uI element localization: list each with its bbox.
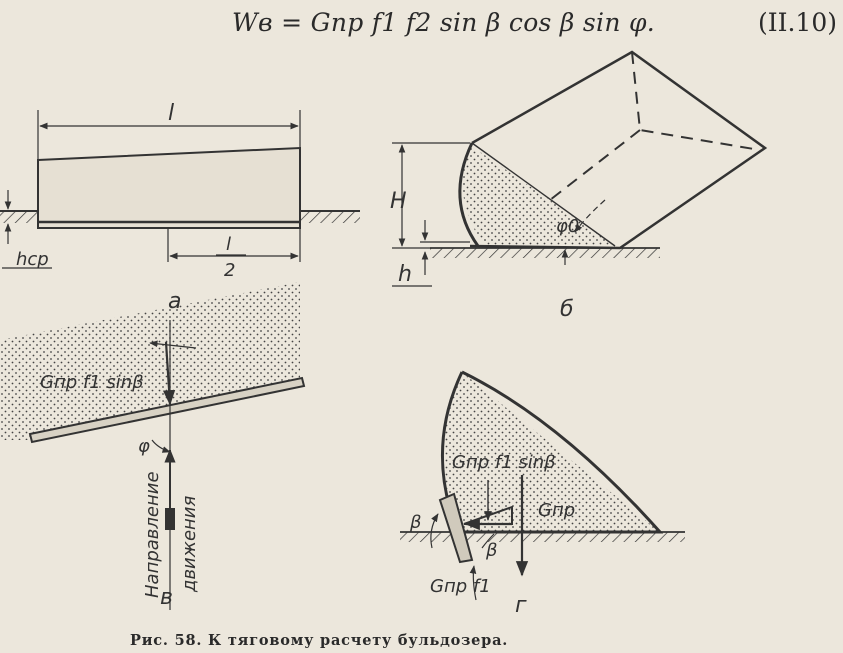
label-force-g1: Gпр f1 sinβ — [452, 452, 556, 473]
blade-g — [438, 492, 474, 564]
ground-hatch-g — [400, 532, 685, 542]
soil-prism-g — [442, 372, 660, 532]
formula-line: Wв = Gпр f1 f2 sin β cos β sin φ. (II.10… — [0, 6, 843, 46]
label-phi: φ — [138, 436, 150, 457]
panel-v-drawing — [0, 282, 306, 610]
label-h: h — [398, 262, 412, 287]
label-direction: Направление — [142, 471, 163, 598]
soil-prism-a — [37, 146, 301, 229]
ground-hatch-b — [430, 248, 660, 258]
panel-g-drawing — [400, 370, 685, 601]
panel-a-drawing — [0, 110, 360, 269]
label-motion: движения — [179, 495, 200, 593]
label-phi0: φ0 — [556, 216, 579, 237]
label-force-g2: Gпр — [538, 500, 575, 521]
label-half-l-num: l — [226, 234, 231, 255]
panel-label-b: б — [560, 297, 574, 322]
formula-expression: Wв = Gпр f1 f2 sin β cos β sin φ. — [232, 8, 656, 37]
panel-b-drawing — [392, 50, 768, 287]
label-h-sr: hср — [16, 249, 49, 270]
panel-label-v: в — [160, 585, 173, 610]
blade-b — [458, 142, 480, 247]
panel-label-g: г — [515, 593, 527, 618]
label-length-l: l — [168, 101, 174, 126]
label-force-g3: Gпр f1 — [430, 576, 491, 597]
label-beta-1: β — [409, 512, 422, 533]
label-H: H — [390, 189, 407, 214]
soil-prism-b — [462, 145, 615, 246]
formula-number: (II.10) — [757, 8, 837, 37]
label-beta-2: β — [485, 540, 498, 561]
blade-v — [28, 376, 306, 444]
bulldozer-figure: l l 2 hср а H h φ0 б Gпр f1 sinβ — [0, 50, 768, 618]
figure-caption: Рис. 58. К тяговому расчету бульдозера. — [130, 632, 509, 649]
label-half-l-den: 2 — [224, 260, 235, 281]
label-force-v: Gпр f1 sinβ — [40, 372, 144, 393]
